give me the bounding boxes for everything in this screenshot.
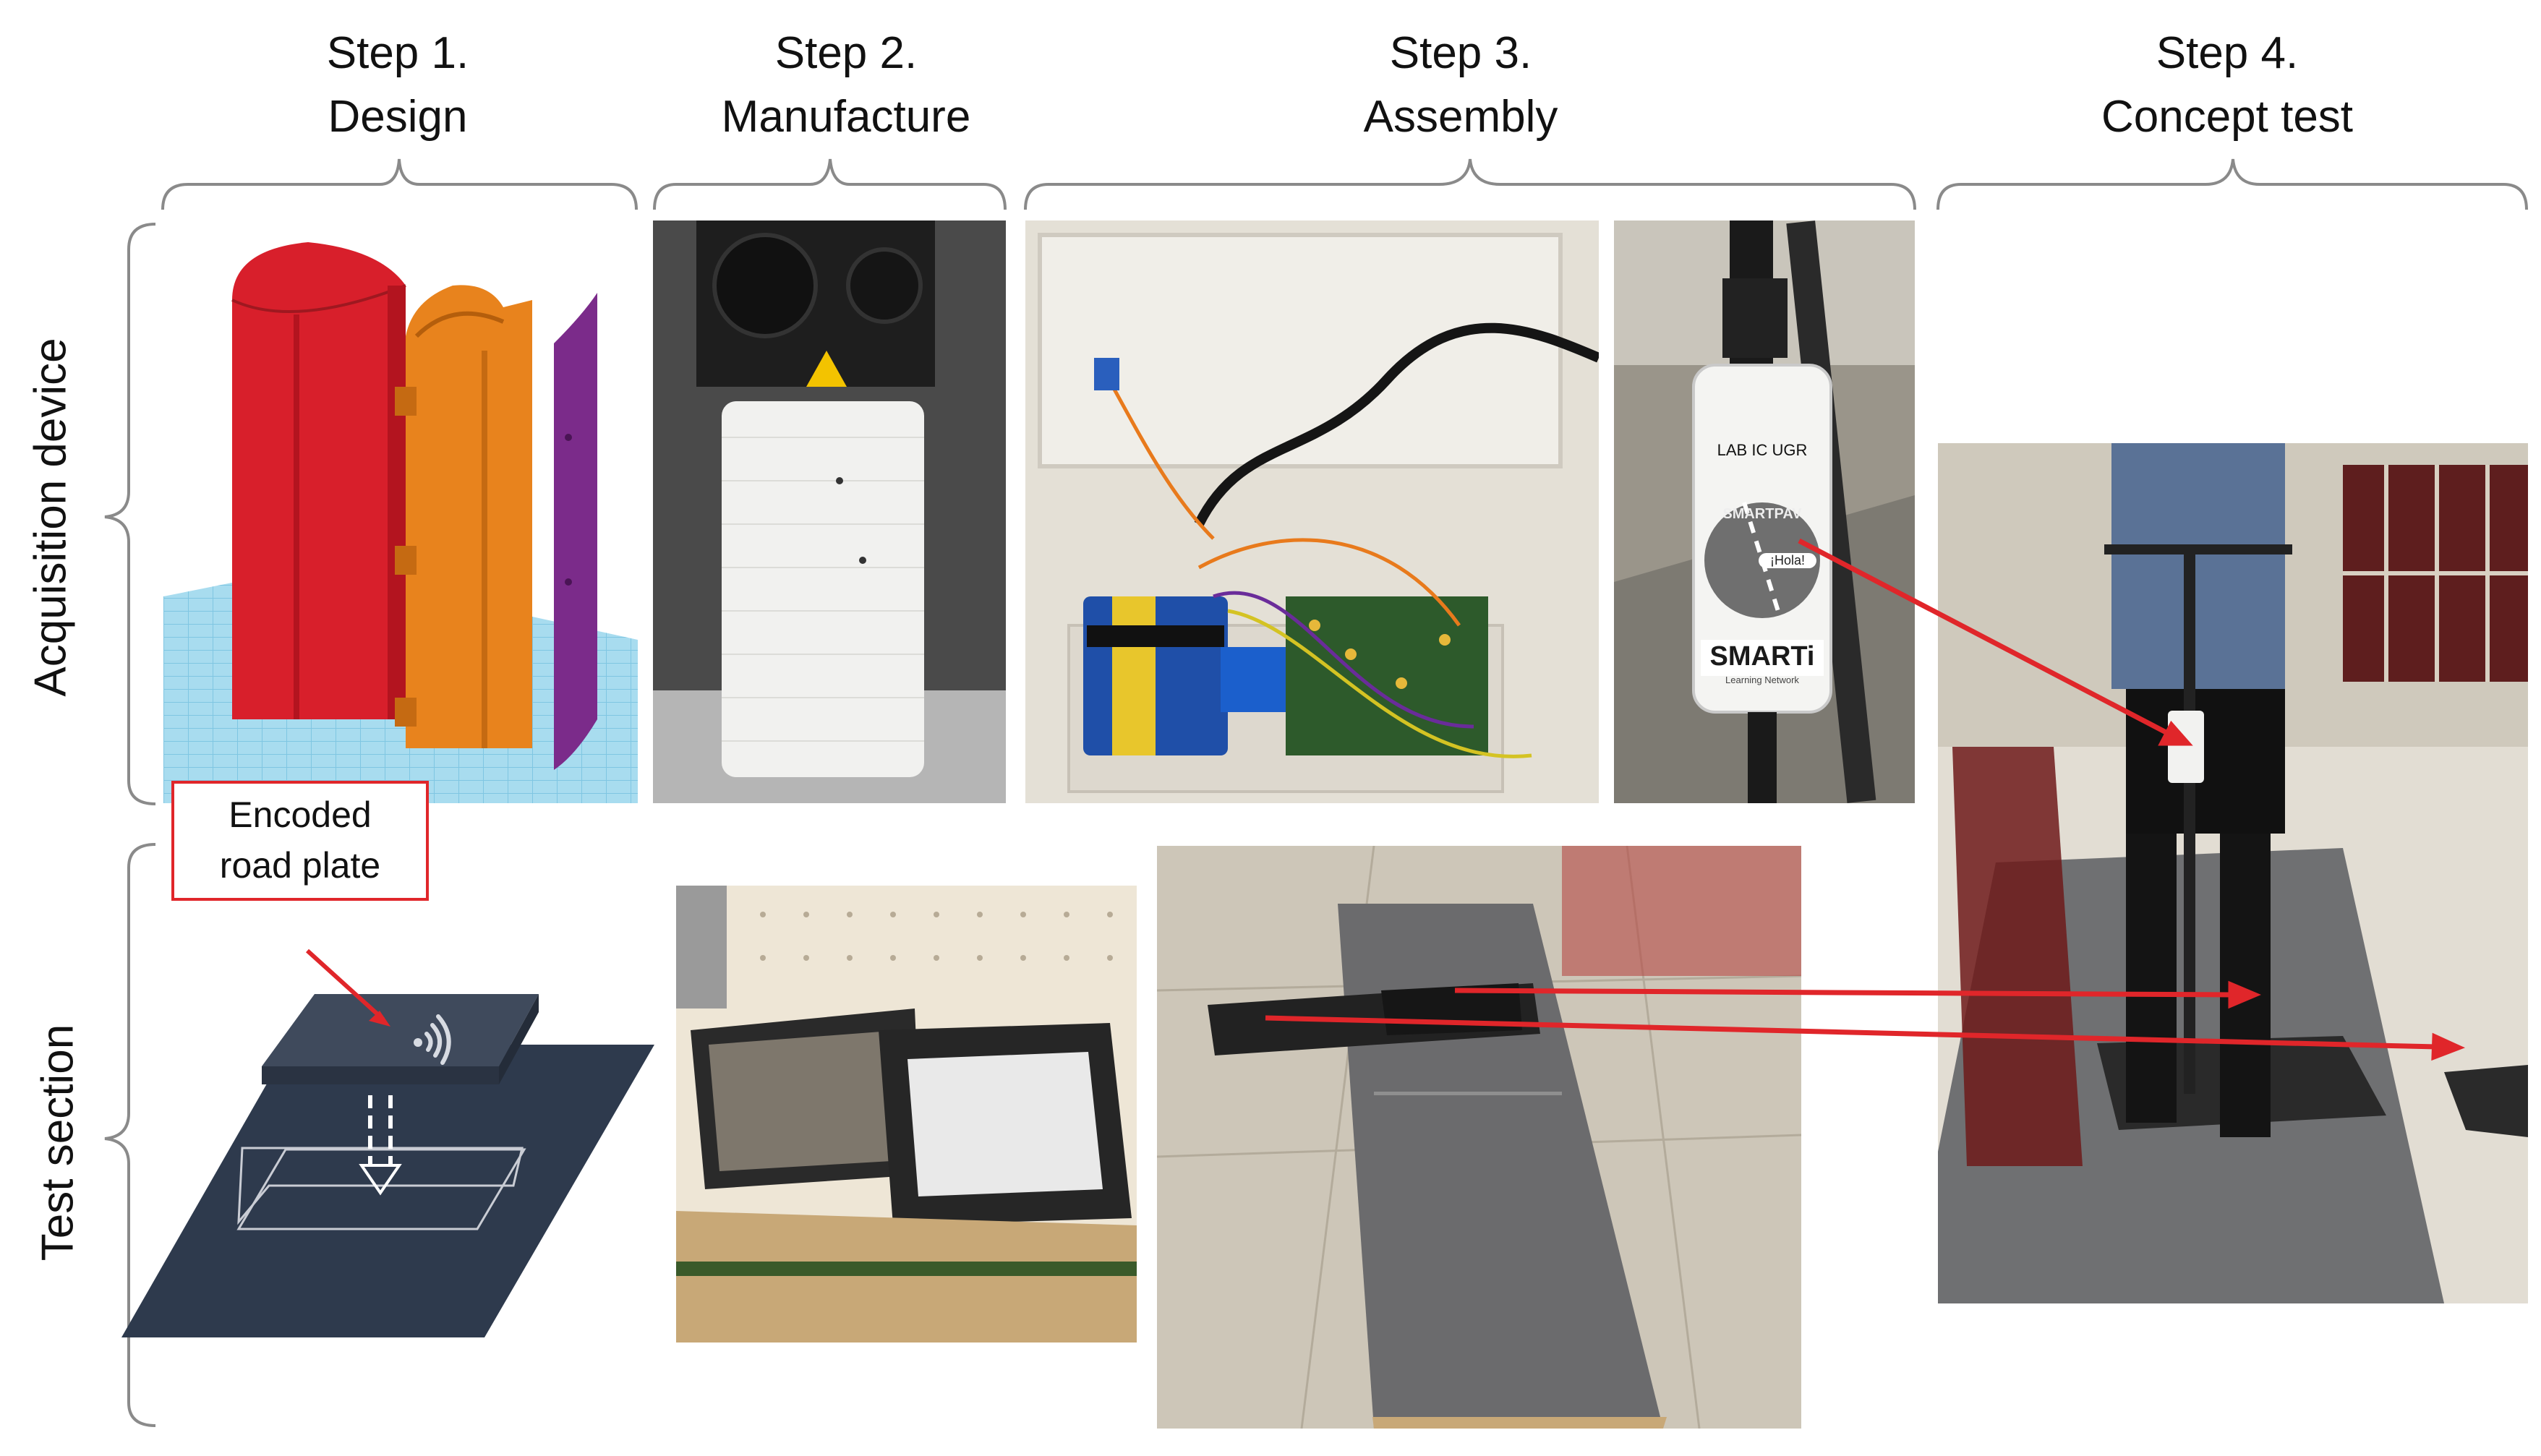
callout-encoded-road-plate: Encoded road plate: [171, 781, 429, 901]
plate-slot-outline: [236, 1148, 526, 1230]
step-1-number: Step 1.: [326, 28, 469, 78]
photo-design-render: [163, 220, 638, 803]
encoded-road-plate-edge: [499, 994, 539, 1084]
logo-text: LAB IC UGR: [1717, 441, 1808, 459]
step-3-number: Step 3.: [1389, 28, 1532, 78]
arrow-plate-2: [1265, 1015, 2438, 1050]
plate-slot-outline-outer: [237, 1147, 524, 1225]
step-3-name: Assembly: [1363, 92, 1558, 142]
brace-step-1: [161, 158, 638, 210]
wifi-icon: [414, 1014, 451, 1065]
photo-3d-printing: [653, 220, 1006, 803]
step-2-name: Manufacture: [721, 92, 971, 142]
callout-line-1: Encoded: [229, 795, 372, 835]
road-base-plate: [121, 1045, 654, 1337]
callout-line-2: road plate: [219, 845, 381, 886]
brand-subtext: Learning Network: [1725, 675, 1799, 685]
callout-pointer: [305, 948, 385, 1022]
step-1-name: Design: [328, 92, 468, 142]
photo-test-section-assembly: [1157, 846, 1801, 1429]
step-1-heading: Step 1. Design: [239, 22, 557, 149]
brand-text-1: SMARTPAV: [1722, 506, 1802, 522]
step-3-heading: Step 3. Assembly: [1287, 22, 1634, 149]
step-2-heading: Step 2. Manufacture: [665, 22, 1027, 149]
photo-electronics-assembly: [1025, 220, 1599, 803]
bubble-text: ¡Hola!: [1759, 553, 1816, 568]
brace-test: [104, 843, 156, 1427]
arrow-device-to-scooter: [1798, 538, 2174, 739]
encoded-road-plate-side: [262, 1066, 499, 1084]
photo-concept-test: [1938, 443, 2528, 1303]
encoded-road-plate: [262, 994, 539, 1066]
step-4-name: Concept test: [2101, 92, 2354, 142]
brace-step-2: [653, 158, 1007, 210]
brace-acquisition: [104, 223, 156, 805]
step-2-number: Step 2.: [774, 28, 918, 78]
brace-step-4: [1936, 158, 2528, 210]
step-4-heading: Step 4. Concept test: [2046, 22, 2408, 149]
brand-text-2: SMARTi: [1709, 641, 1815, 672]
photo-device-mounted: LAB IC UGR SMARTPAV ¡Hola! SMARTi Learni…: [1614, 220, 1915, 803]
photo-road-plate-molds: [676, 886, 1137, 1342]
insert-arrow-icon: [359, 1095, 402, 1196]
brace-step-3: [1024, 158, 1916, 210]
arrow-plate-1: [1454, 988, 2234, 998]
step-4-number: Step 4.: [2156, 28, 2299, 78]
